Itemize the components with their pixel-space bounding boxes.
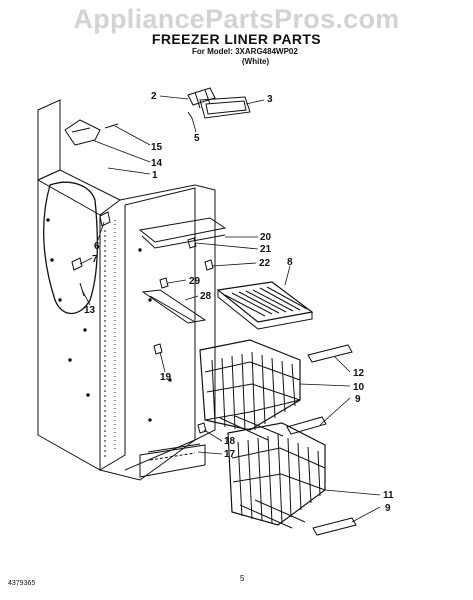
- callout-2: 2: [151, 91, 157, 102]
- model-label: For Model: 3XARG484WP02: [192, 47, 298, 56]
- callout-11: 11: [383, 490, 394, 501]
- callout-numbers: 2 3 5 15 14 1 6 7 13 20 21 22 8 29 28 19…: [84, 91, 394, 514]
- clip-7: [71, 257, 83, 271]
- callout-17: 17: [224, 449, 236, 460]
- callout-29: 29: [189, 276, 201, 287]
- diagram-title: FREEZER LINER PARTS: [151, 31, 322, 47]
- top-bracket: [64, 119, 119, 146]
- callout-12: 12: [353, 368, 365, 379]
- shelf-rail: [141, 289, 207, 324]
- callout-9b: 9: [385, 503, 391, 514]
- page-number: 5: [240, 574, 245, 583]
- basket-trim-9b: [312, 517, 357, 536]
- callout-9a: 9: [355, 394, 361, 405]
- callout-5: 5: [194, 133, 200, 144]
- callout-8: 8: [287, 257, 293, 268]
- wire-shelf: [216, 281, 314, 330]
- basket-trim-9a: [286, 416, 327, 435]
- screw-18: [197, 422, 207, 434]
- callout-6: 6: [94, 241, 100, 252]
- callout-14: 14: [151, 158, 163, 169]
- watermark: AppliancePartsPros.com: [73, 4, 400, 34]
- clip-6: [99, 211, 111, 227]
- small-clips: [159, 237, 214, 289]
- upper-panel: [138, 217, 227, 249]
- callout-7: 7: [92, 254, 98, 265]
- color-label: (White): [242, 57, 270, 66]
- clip-assembly: [187, 87, 251, 119]
- leader-lines: [79, 95, 381, 523]
- clip-19: [153, 343, 163, 355]
- basket-trim-12: [307, 344, 353, 363]
- callout-10: 10: [353, 382, 365, 393]
- callout-22: 22: [259, 258, 271, 269]
- upper-basket: [199, 339, 301, 441]
- lower-basket: [227, 422, 326, 529]
- footer-code: 4379365: [8, 580, 36, 587]
- freezer-liner: [37, 99, 216, 481]
- callout-21: 21: [260, 244, 272, 255]
- callout-3: 3: [267, 94, 273, 105]
- callout-18: 18: [224, 436, 236, 447]
- callout-19: 19: [160, 372, 172, 383]
- callout-13: 13: [84, 305, 96, 316]
- screw-13: [79, 282, 85, 297]
- callout-28: 28: [200, 291, 212, 302]
- callout-15: 15: [151, 142, 163, 153]
- basket-rail: [147, 443, 201, 453]
- callout-1: 1: [152, 170, 158, 181]
- callout-20: 20: [260, 232, 272, 243]
